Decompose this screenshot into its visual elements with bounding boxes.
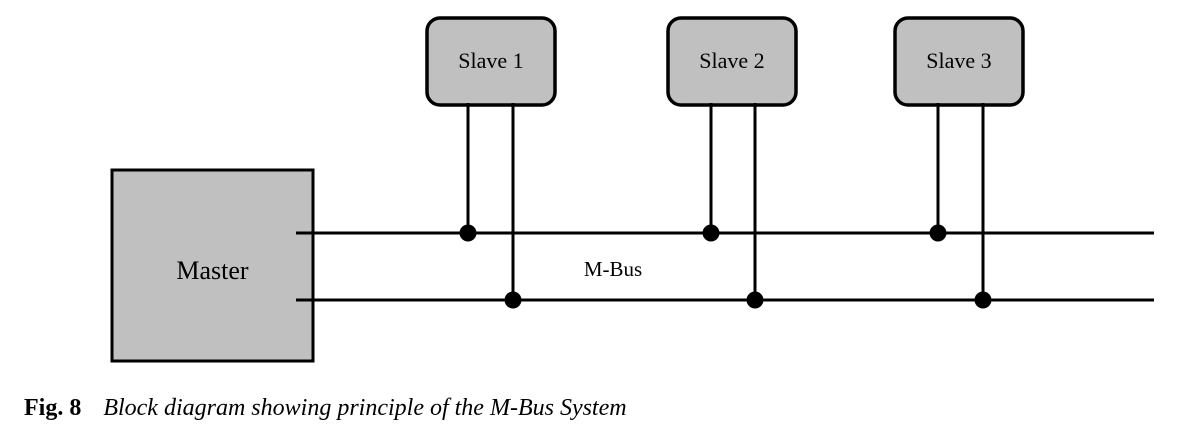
master-block-label: Master xyxy=(176,256,249,285)
slave-2-block xyxy=(666,16,798,107)
figure-caption: Fig. 8 Block diagram showing principle of… xyxy=(24,392,1164,424)
figure-caption-text: Block diagram showing principle of the M… xyxy=(103,395,627,421)
junction-dot-slave-1-upper xyxy=(459,224,477,242)
figure-number: Fig. 8 xyxy=(24,395,82,421)
junction-dot-slave-2-upper xyxy=(702,224,720,242)
junction-dot-slave-3-lower xyxy=(974,291,992,309)
slave-3-block xyxy=(893,16,1025,107)
mbus-line-label: M-Bus xyxy=(583,257,643,281)
junction-dot-slave-3-upper xyxy=(929,224,947,242)
slave-2-block-label: Slave 2 xyxy=(699,48,765,73)
slave-1-block-label: Slave 1 xyxy=(458,48,524,73)
slave-3-block-label: Slave 3 xyxy=(926,48,992,73)
junction-dot-slave-1-lower xyxy=(504,291,522,309)
slave-1-block xyxy=(425,16,557,107)
junction-dot-slave-2-lower xyxy=(746,291,764,309)
master-block xyxy=(110,168,315,363)
